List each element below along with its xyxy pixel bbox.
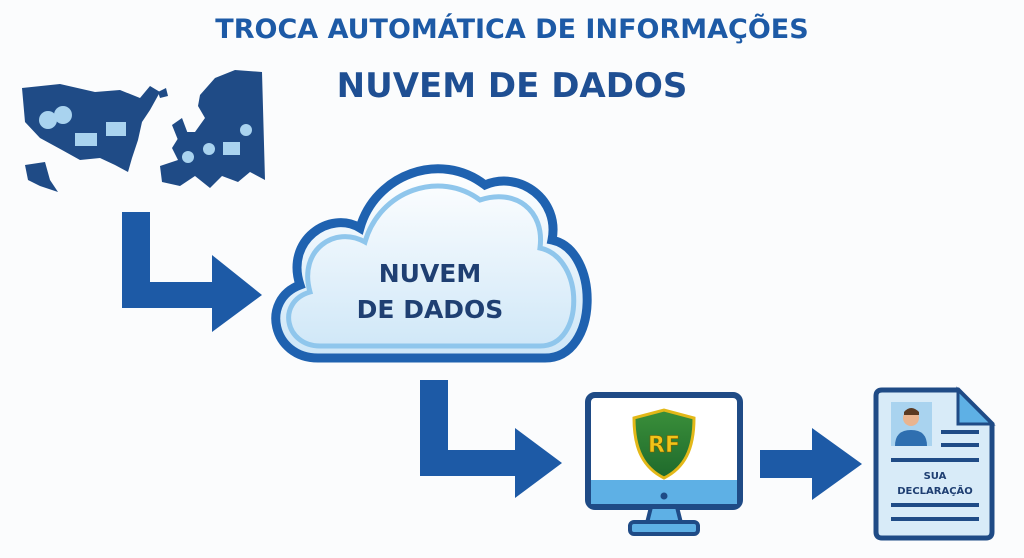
arrow-map-to-cloud <box>122 212 262 332</box>
bank-icon <box>106 122 240 155</box>
document-label-line2: DECLARAÇÃO <box>897 484 973 497</box>
tax-return-document-icon <box>873 386 996 541</box>
header-subtitle: NUVEM DE DADOS <box>337 66 688 106</box>
cloud-label-line2: DE DADOS <box>357 295 504 324</box>
arrow-monitor-to-document <box>760 428 862 500</box>
cloud-label-line1: NUVEM <box>379 259 482 288</box>
arrow-cloud-to-monitor <box>420 380 562 498</box>
world-map-icon <box>22 70 265 192</box>
receita-federal-shield-icon: RF <box>632 408 696 480</box>
shield-text: RF <box>648 433 680 458</box>
document-label-line1: SUA <box>924 471 947 482</box>
cash-icon <box>75 133 97 146</box>
monitor-icon <box>585 392 743 536</box>
money-bag-icon <box>39 106 252 163</box>
cloud-icon <box>271 164 592 363</box>
header-title: TROCA AUTOMÁTICA DE INFORMAÇÕES <box>215 13 808 45</box>
